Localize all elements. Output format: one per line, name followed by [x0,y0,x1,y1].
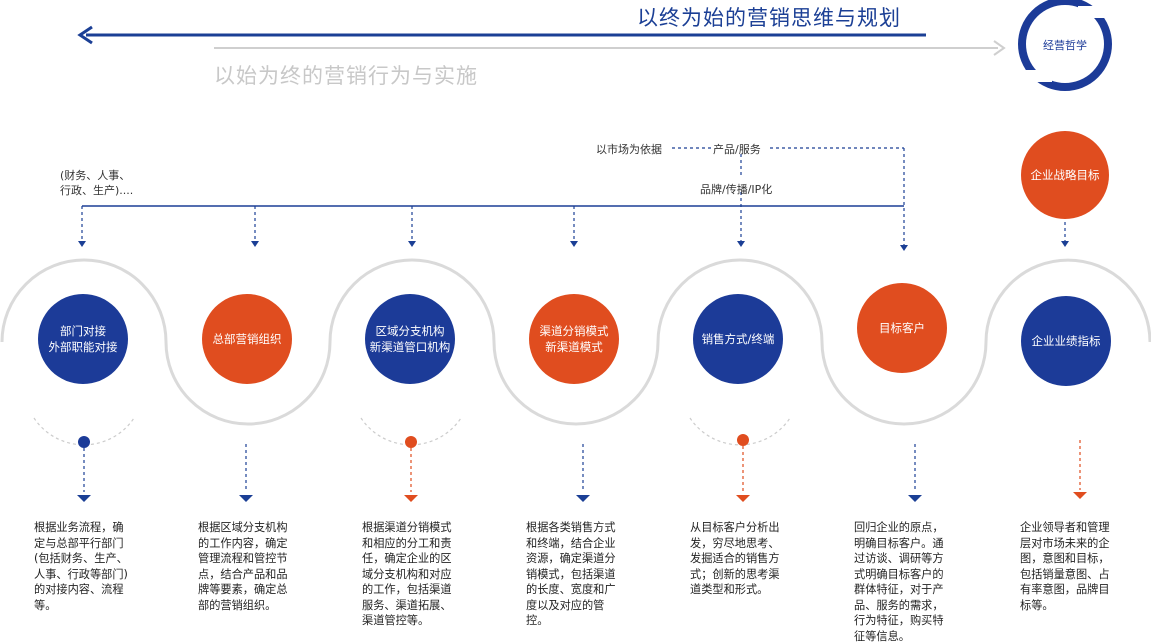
philosophy-label: 经营哲学 [1043,39,1087,52]
node-circle-1: 部门对接 外部职能对接 [38,294,128,384]
strategy-label: 企业战略目标 [1030,168,1100,182]
node-label-5: 销售方式/终端 [701,332,775,346]
strategy-circle: 企业战略目标 [1021,131,1109,219]
top-arrow-right [214,40,1006,56]
market-label: 以市场为依据 [596,143,662,156]
departments-label: (财务、人事、 行政、生产).... [60,169,134,197]
node-desc-5: 从目标客户分析出发，穷尽地思考、发掘适合的销售方式；创新的思考渠道类型和形式。 [690,521,780,596]
lower-connectors [83,440,1081,492]
node-desc-1: 根据业务流程，确定与总部平行部门(包括财务、生产、人事、行政等部门)的对接内容、… [34,521,128,612]
title-sub: 以始为终的营销行为与实施 [214,64,478,88]
node-circle-4: 渠道分销模式 新渠道模式 [529,294,619,384]
product-label: 产品/服务 [713,143,761,156]
top-arrow-left [77,25,926,45]
arc-dots [78,434,749,448]
drop-lines [81,147,905,246]
node-desc-7: 企业领导者和管理层对市场未来的企图，意图和目标，包括销量意图、占有率意图，品牌目… [1020,521,1110,612]
node-label-1: 部门对接 外部职能对接 [48,324,118,354]
node-desc-2: 根据区域分支机构的工作内容，确定管理流程和管控节点，结合产品和品牌等要素，确定总… [198,521,288,612]
brand-label: 品牌/传播/IP化 [700,183,773,196]
node-desc-6: 回归企业的原点，明确目标客户。通过访谈、调研等方式明确目标客户的群体特征，对于产… [854,521,944,643]
node-desc-4: 根据各类销售方式和终端，结合企业资源，确定渠道分销模式，包括渠道的长度、宽度和广… [526,521,616,627]
node-label-3: 区域分支机构 新渠道管口机构 [369,324,451,354]
flow-diagram-graphics [0,0,1151,502]
lower-arrowheads [77,492,1087,502]
node-circle-3: 区域分支机构 新渠道管口机构 [365,294,455,384]
title-main: 以终为始的营销思维与规划 [637,6,901,30]
dashed-arcs [33,417,791,446]
drop-arrowheads [78,241,908,251]
node-circle-2: 总部营销组织 [202,294,292,384]
node-desc-3: 根据渠道分销模式和相应的分工和责任，确定企业的区域分支机构和对应的工作，包括渠道… [362,521,452,627]
node-circle-6: 目标客户 [857,283,947,373]
wave-path [0,258,1151,426]
node-circle-5: 销售方式/终端 [693,294,783,384]
node-label-6: 目标客户 [879,321,925,335]
philosophy-ring [1016,0,1114,91]
node-label-4: 渠道分销模式 新渠道模式 [539,324,609,354]
node-label-2: 总部营销组织 [212,332,282,346]
node-label-7: 企业业绩指标 [1031,334,1101,348]
node-circle-7: 企业业绩指标 [1021,296,1111,386]
